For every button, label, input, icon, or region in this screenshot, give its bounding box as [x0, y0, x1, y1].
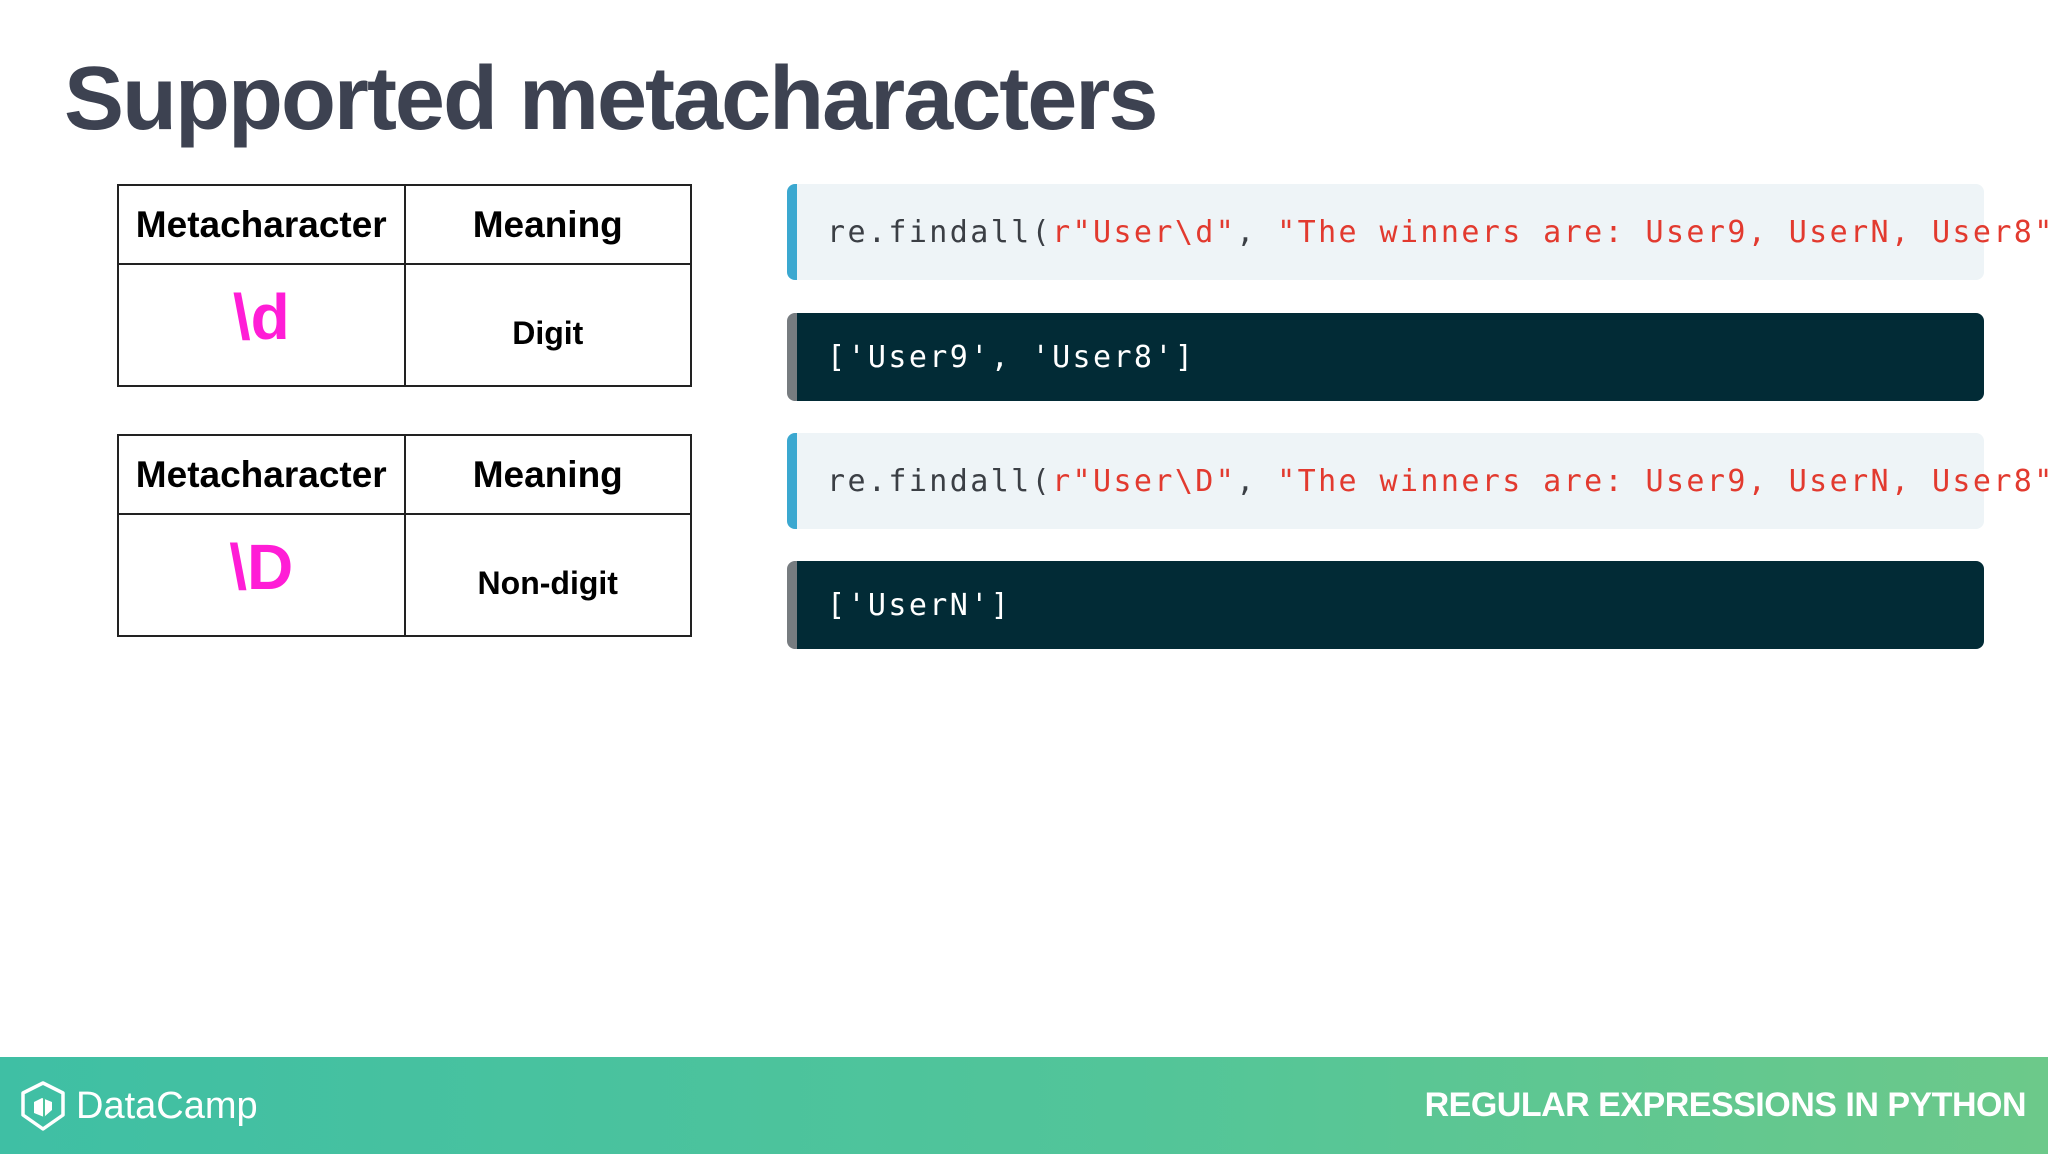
footer-bar: DataCamp REGULAR EXPRESSIONS IN PYTHON: [0, 1057, 2048, 1154]
metacharacter-table-digit: Metacharacter Meaning \d Digit: [117, 184, 692, 387]
metacharacter-symbol: \d: [232, 281, 290, 353]
meaning-cell: Non-digit: [403, 513, 692, 637]
datacamp-logo: DataCamp: [20, 1081, 258, 1131]
code-output-text: ['UserN']: [827, 587, 1012, 623]
code-pattern: r"User\D": [1052, 463, 1237, 499]
code-separator: ,: [1236, 214, 1278, 250]
metacharacter-table-non-digit: Metacharacter Meaning \D Non-digit: [117, 434, 692, 637]
code-output-1: ['User9', 'User8']: [787, 313, 1984, 401]
code-input-1: re.findall(r"User\d", "The winners are: …: [787, 184, 2048, 280]
header-metacharacter: Metacharacter: [117, 184, 406, 265]
code-function: re.findall(: [827, 463, 1053, 499]
code-pattern: r"User\d": [1052, 214, 1237, 250]
code-output-2: ['UserN']: [787, 561, 1984, 649]
meaning-cell: Digit: [403, 263, 692, 387]
meaning-text: Non-digit: [477, 564, 618, 601]
symbol-cell: \D: [117, 513, 406, 637]
slide-title: Supported metacharacters: [64, 49, 1158, 149]
code-separator: ,: [1236, 463, 1278, 499]
datacamp-logo-icon: [21, 1081, 65, 1131]
meaning-text: Digit: [512, 314, 584, 351]
brand-name: DataCamp: [76, 1084, 258, 1127]
header-meaning: Meaning: [403, 434, 692, 515]
header-meaning: Meaning: [403, 184, 692, 265]
code-string: "The winners are: User9, UserN, User8": [1277, 463, 2048, 499]
symbol-cell: \d: [117, 263, 406, 387]
code-output-text: ['User9', 'User8']: [827, 339, 1196, 375]
course-name: REGULAR EXPRESSIONS IN PYTHON: [1424, 1086, 2027, 1124]
code-function: re.findall(: [827, 214, 1053, 250]
metacharacter-symbol: \D: [229, 531, 294, 603]
code-input-2: re.findall(r"User\D", "The winners are: …: [787, 433, 2048, 529]
header-metacharacter: Metacharacter: [117, 434, 406, 515]
code-string: "The winners are: User9, UserN, User8": [1277, 214, 2048, 250]
